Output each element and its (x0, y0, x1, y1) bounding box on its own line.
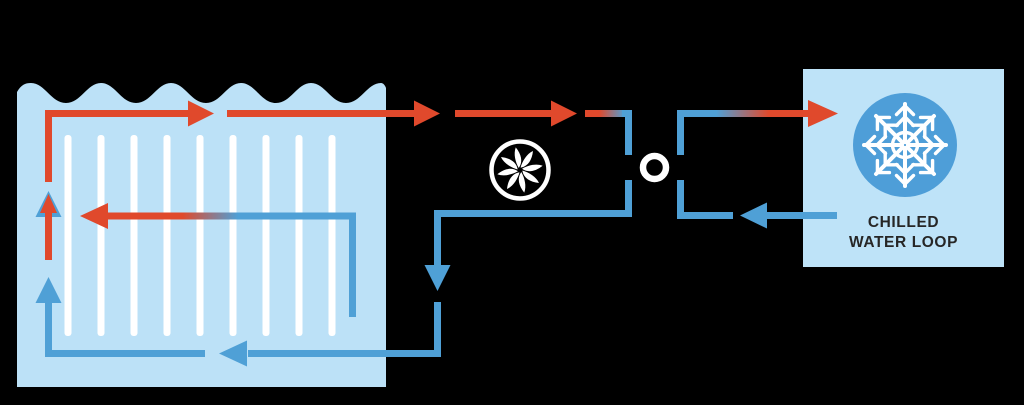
hot-flow-arrow (188, 100, 214, 127)
tank-distribution-pipe (80, 203, 356, 317)
chilled-label-line1: CHILLED (867, 214, 940, 231)
cold-to-hot-gradient-segment (710, 110, 772, 117)
warming-riser-arrow (40, 194, 57, 213)
hot-flow-arrow (414, 100, 440, 127)
server-plate (262, 135, 270, 336)
hot-flow-arrow-left (80, 203, 108, 229)
cold-flow-arrow-up (35, 277, 62, 303)
pump-coupling-ring-icon (639, 152, 670, 183)
cold-return-pipe (35, 180, 632, 367)
chilled-label-line2: WATER LOOP (848, 234, 959, 251)
server-plate (130, 135, 138, 336)
cold-flow-arrow-down (424, 265, 451, 291)
server-plate (97, 135, 105, 336)
server-plate (196, 135, 204, 336)
server-plate (163, 135, 171, 336)
warming-riser-shaft (45, 212, 52, 260)
hot-supply-pipe (45, 100, 632, 182)
cold-flow-arrow-left (219, 340, 247, 367)
snowflake-icon (862, 102, 948, 188)
red-to-blue-gradient-segment (106, 212, 245, 220)
chilled-loop-pipe (677, 100, 838, 229)
chilled-water-loop-box (803, 69, 1004, 267)
hot-flow-arrow (551, 100, 577, 127)
server-plate (328, 135, 336, 336)
hot-flow-arrow-into-box (808, 100, 838, 127)
immersion-tank (17, 83, 386, 387)
server-plates (64, 135, 336, 336)
server-plate (295, 135, 303, 336)
hot-to-cold-gradient-segment (585, 110, 625, 117)
cold-flow-arrow-from-box (740, 202, 767, 229)
server-plate (64, 135, 72, 336)
chilled-water-loop-label: CHILLED WATER LOOP (803, 213, 1004, 253)
fan-icon (489, 139, 551, 201)
server-plate (229, 135, 237, 336)
